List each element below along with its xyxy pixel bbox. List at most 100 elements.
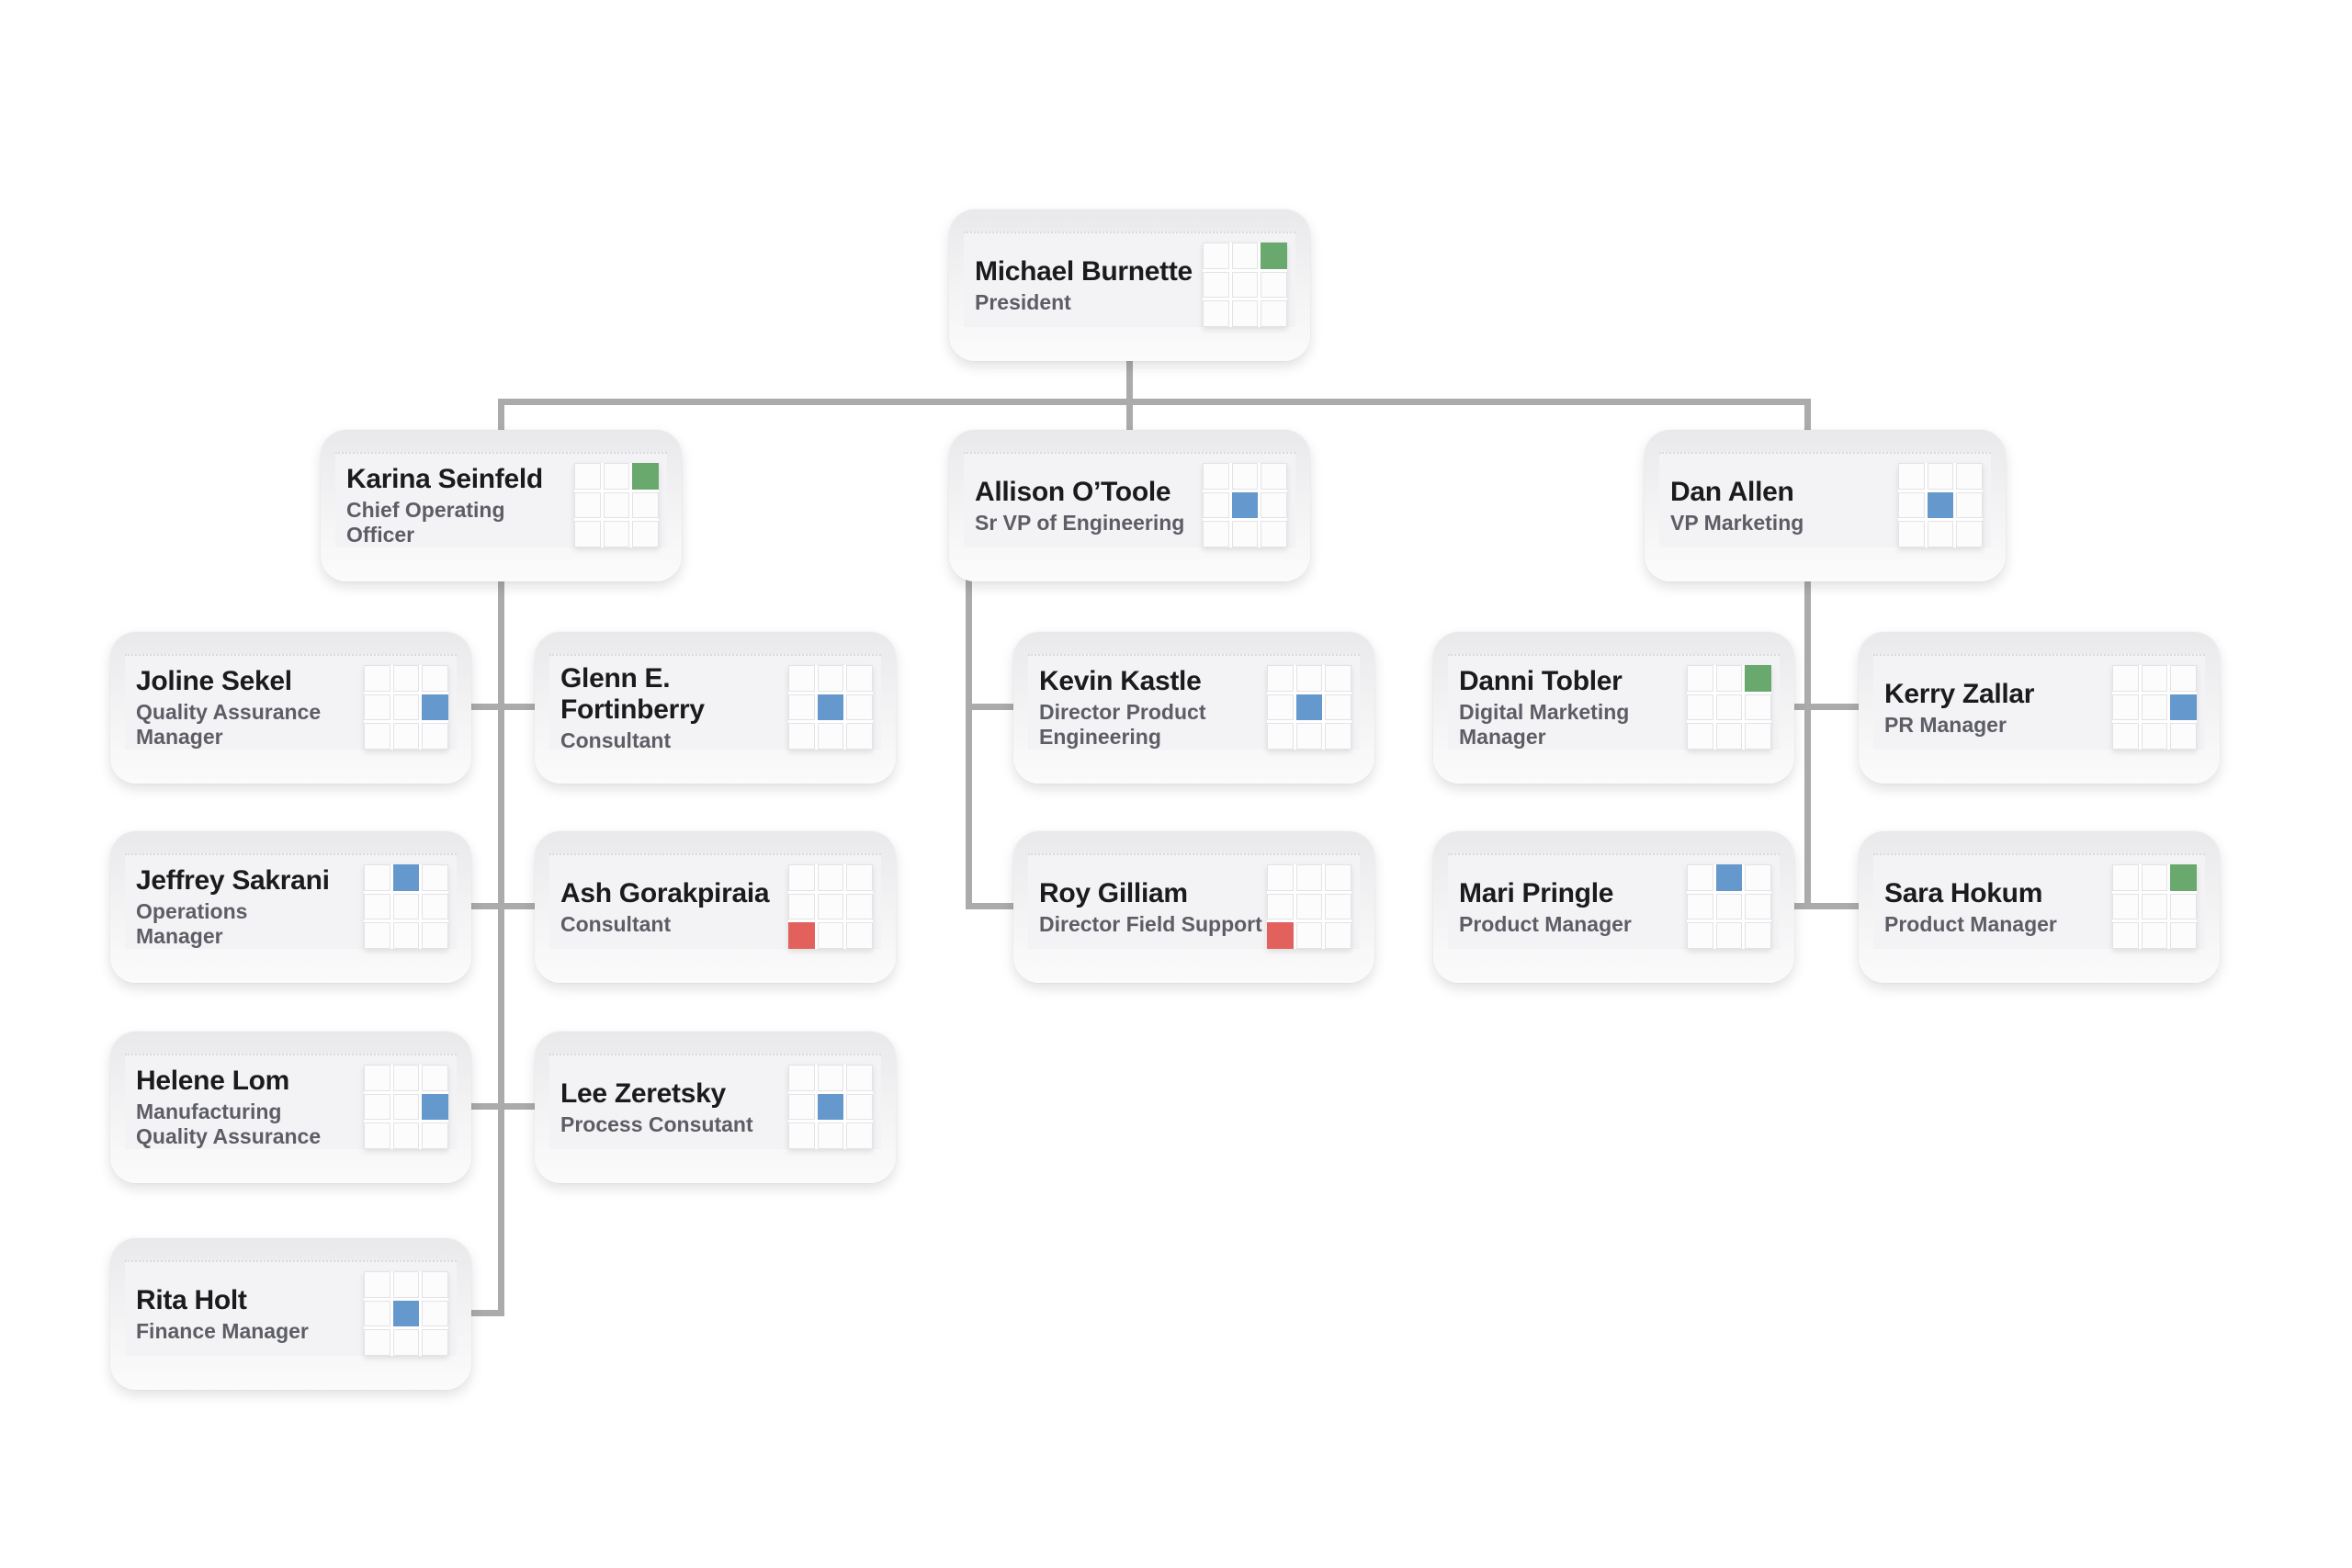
card-text: Glenn E. Fortinberry Consultant: [560, 632, 797, 784]
grid-cell-r2c2: [1231, 491, 1259, 519]
grid-cell-r1c2: [1231, 243, 1259, 269]
grid-cell-r1c2: [817, 1065, 844, 1091]
status-grid: [788, 665, 873, 750]
status-grid: [1687, 864, 1771, 949]
grid-cell-r3c2: [392, 1329, 420, 1356]
connector-drop-dan: [1804, 399, 1811, 432]
org-card-jeffrey-sakrani[interactable]: Jeffrey Sakrani Operations Manager: [110, 831, 471, 983]
grid-cell-r2c2: [817, 1093, 844, 1121]
grid-cell-r3c1: [2112, 922, 2139, 949]
person-name: Ash Gorakpiraia: [560, 877, 770, 908]
org-card-kevin-kastle[interactable]: Kevin Kastle Director Product Engineerin…: [1013, 632, 1374, 784]
grid-cell-r3c3: [1261, 521, 1287, 547]
grid-cell-r2c3: [422, 1093, 448, 1121]
person-title: Manufacturing Quality Assurance: [136, 1100, 322, 1148]
grid-cell-r2c3: [422, 694, 448, 721]
grid-cell-r2c3: [1261, 271, 1287, 299]
grid-cell-r1c1: [1687, 864, 1713, 891]
card-text: Roy Gilliam Director Field Support: [1039, 831, 1276, 983]
org-card-ash-gorakpiraia[interactable]: Ash Gorakpiraia Consultant: [535, 831, 896, 983]
grid-cell-r2c2: [817, 893, 844, 920]
grid-cell-r2c3: [1745, 694, 1771, 721]
grid-cell-r2c3: [1745, 893, 1771, 920]
grid-cell-r3c3: [422, 1329, 448, 1356]
grid-cell-r2c1: [2112, 694, 2139, 721]
grid-cell-r3c2: [1295, 922, 1323, 949]
grid-cell-r1c3: [2170, 864, 2197, 891]
grid-cell-r1c1: [1203, 463, 1229, 490]
grid-cell-r1c1: [364, 665, 390, 692]
grid-cell-r2c1: [1267, 893, 1294, 920]
grid-cell-r1c2: [1715, 665, 1743, 692]
person-title: Operations Manager: [136, 899, 248, 948]
person-name: Helene Lom: [136, 1066, 290, 1096]
grid-cell-r3c3: [846, 922, 873, 949]
grid-cell-r1c3: [846, 665, 873, 692]
org-card-karina-seinfeld[interactable]: Karina Seinfeld Chief Operating Officer: [321, 430, 682, 581]
person-title: VP Marketing: [1670, 510, 1804, 535]
grid-cell-r1c3: [2170, 665, 2197, 692]
grid-cell-r1c2: [2141, 864, 2168, 891]
org-card-michael-burnette[interactable]: Michael Burnette President: [949, 209, 1310, 361]
grid-cell-r3c2: [2141, 723, 2168, 750]
grid-cell-r1c1: [364, 1065, 390, 1091]
org-card-allison-otoole[interactable]: Allison O’Toole Sr VP of Engineering: [949, 430, 1310, 581]
grid-cell-r3c1: [574, 521, 601, 547]
org-card-sara-hokum[interactable]: Sara Hokum Product Manager: [1859, 831, 2220, 983]
grid-cell-r2c3: [846, 1093, 873, 1121]
org-card-joline-sekel[interactable]: Joline Sekel Quality Assurance Manager: [110, 632, 471, 784]
grid-cell-r3c3: [1956, 521, 1983, 547]
grid-cell-r1c3: [1325, 665, 1351, 692]
grid-cell-r1c2: [392, 1065, 420, 1091]
grid-cell-r3c2: [1231, 300, 1259, 327]
card-text: Mari Pringle Product Manager: [1459, 831, 1696, 983]
connector-stub-glenn: [498, 704, 541, 710]
grid-cell-r1c3: [422, 864, 448, 891]
grid-cell-r3c1: [788, 1122, 815, 1149]
grid-cell-r2c3: [632, 491, 659, 519]
status-grid: [1203, 463, 1287, 547]
org-card-kerry-zallar[interactable]: Kerry Zallar PR Manager: [1859, 632, 2220, 784]
grid-cell-r3c1: [788, 922, 815, 949]
grid-cell-r3c3: [422, 1122, 448, 1149]
grid-cell-r3c2: [392, 723, 420, 750]
grid-cell-r3c3: [1261, 300, 1287, 327]
grid-cell-r3c1: [1687, 922, 1713, 949]
org-card-helene-lom[interactable]: Helene Lom Manufacturing Quality Assuran…: [110, 1032, 471, 1183]
person-name: Roy Gilliam: [1039, 877, 1188, 908]
grid-cell-r3c3: [1745, 922, 1771, 949]
grid-cell-r2c2: [1715, 694, 1743, 721]
grid-cell-r1c2: [392, 864, 420, 891]
org-card-glenn-fortinberry[interactable]: Glenn E. Fortinberry Consultant: [535, 632, 896, 784]
grid-cell-r1c2: [1927, 463, 1954, 490]
org-card-dan-allen[interactable]: Dan Allen VP Marketing: [1645, 430, 2006, 581]
card-text: Sara Hokum Product Manager: [1884, 831, 2121, 983]
connector-stub-ash: [498, 903, 541, 909]
grid-cell-r1c3: [846, 1065, 873, 1091]
grid-cell-r2c2: [1295, 893, 1323, 920]
grid-cell-r1c1: [364, 864, 390, 891]
org-card-mari-pringle[interactable]: Mari Pringle Product Manager: [1433, 831, 1794, 983]
grid-cell-r3c2: [1927, 521, 1954, 547]
status-grid: [364, 1065, 448, 1149]
person-name: Mari Pringle: [1459, 877, 1614, 908]
grid-cell-r2c1: [364, 893, 390, 920]
card-text: Joline Sekel Quality Assurance Manager: [136, 632, 373, 784]
grid-cell-r2c2: [392, 1300, 420, 1327]
grid-cell-r3c1: [364, 723, 390, 750]
grid-cell-r1c3: [632, 463, 659, 490]
org-card-lee-zeretsky[interactable]: Lee Zeretsky Process Consutant: [535, 1032, 896, 1183]
grid-cell-r2c2: [1927, 491, 1954, 519]
person-title: Director Field Support: [1039, 911, 1262, 936]
connector-stub-roy: [966, 903, 1019, 909]
grid-cell-r2c3: [846, 694, 873, 721]
org-card-roy-gilliam[interactable]: Roy Gilliam Director Field Support: [1013, 831, 1374, 983]
org-card-danni-tobler[interactable]: Danni Tobler Digital Marketing Manager: [1433, 632, 1794, 784]
connector-stub-rita: [465, 1310, 504, 1316]
person-name: Rita Holt: [136, 1284, 247, 1315]
org-card-rita-holt[interactable]: Rita Holt Finance Manager: [110, 1238, 471, 1390]
grid-cell-r2c2: [392, 694, 420, 721]
grid-cell-r3c3: [846, 723, 873, 750]
connector-stub-helene: [465, 1103, 504, 1110]
